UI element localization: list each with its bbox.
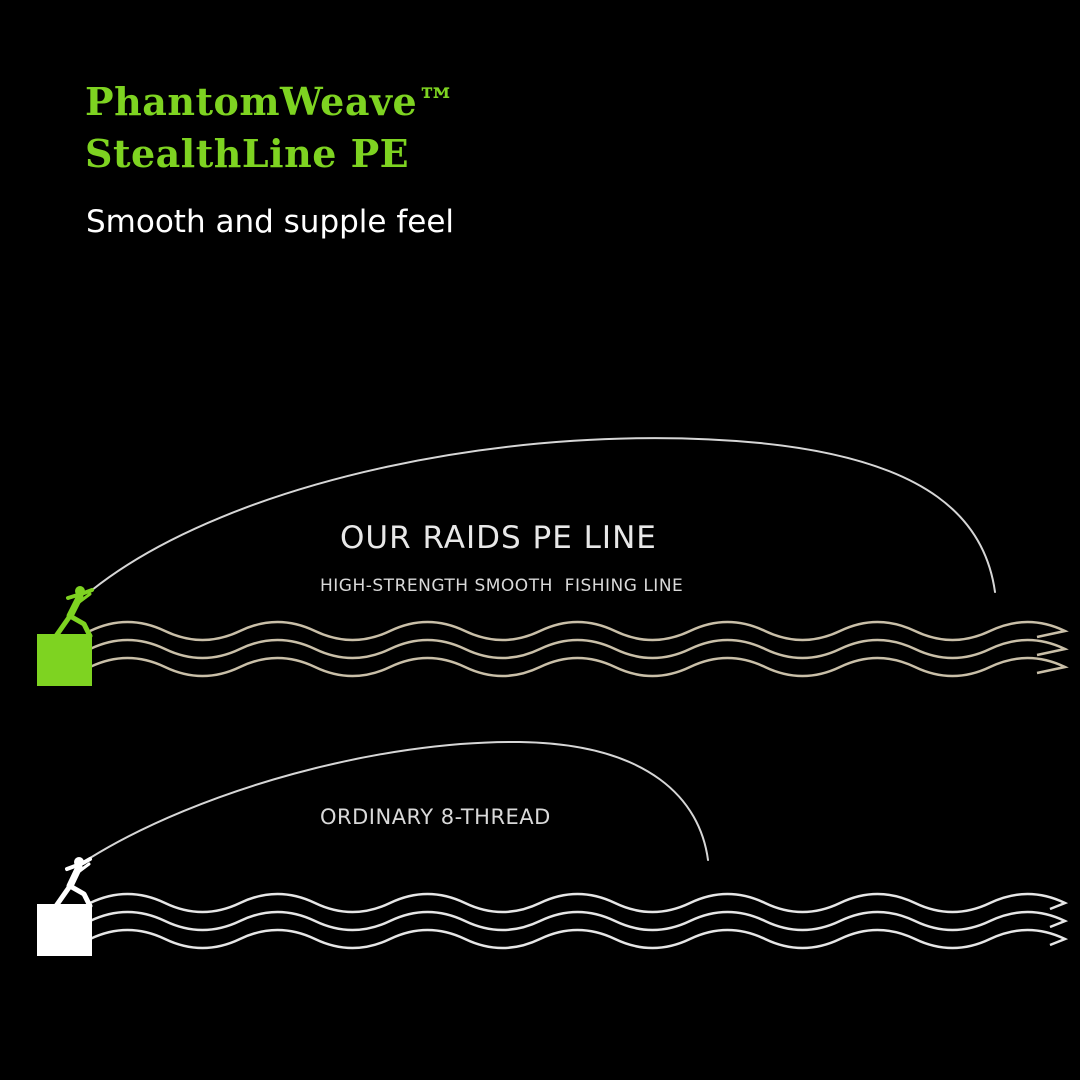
ordinary-line-platform-icon xyxy=(37,904,92,956)
our-line-platform-icon xyxy=(37,634,92,686)
our-line-cast-arc xyxy=(91,437,996,593)
ordinary-line-label: ORDINARY 8-THREAD xyxy=(320,805,551,829)
our-line-waves xyxy=(89,620,1069,678)
title-line-product: StealthLine PE xyxy=(85,131,410,176)
our-line-sublabel: HIGH-STRENGTH SMOOTH FISHING LINE xyxy=(320,576,684,596)
our-line-angler-icon xyxy=(53,586,94,639)
header-subtitle: Smooth and supple feel xyxy=(86,204,455,240)
our-line-scene xyxy=(37,437,1069,686)
ordinary-line-scene xyxy=(37,740,1069,956)
header-title: PhantomWeave™ StealthLine PE xyxy=(85,76,456,180)
ordinary-line-angler-icon xyxy=(53,857,93,909)
our-line-label: OUR RAIDS PE LINE xyxy=(340,520,657,556)
ordinary-line-cast-arc xyxy=(89,740,709,861)
ordinary-line-waves xyxy=(89,892,1069,950)
title-line-brand: PhantomWeave™ xyxy=(85,79,456,124)
